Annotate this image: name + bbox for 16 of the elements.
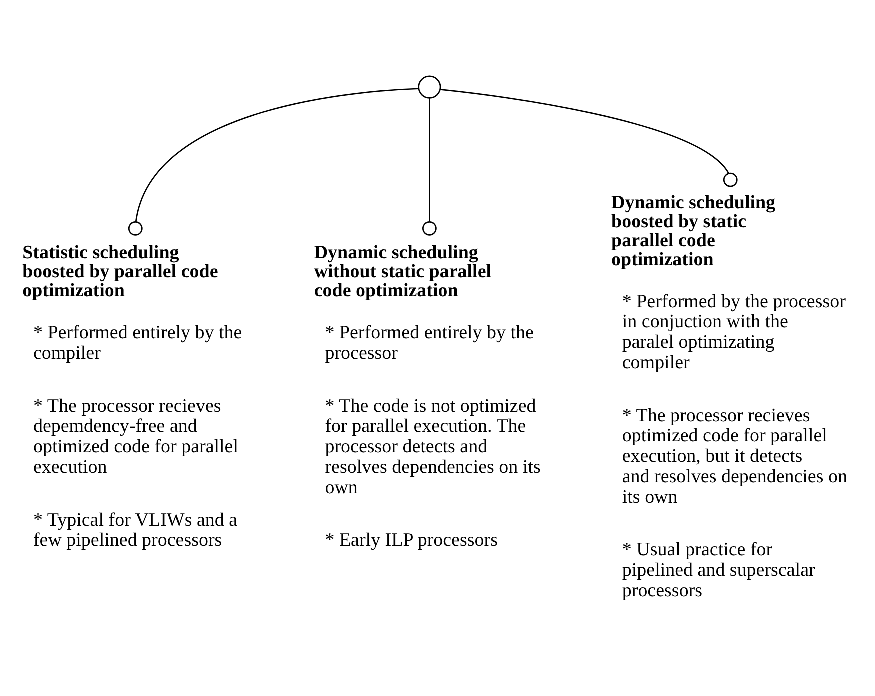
node-label: * Performed entirely by the processor [325, 322, 534, 364]
connector [128, 88, 419, 236]
node-circle [418, 75, 442, 98]
node-label: * The processor recieves depemdency-free and optimized code for parallel execution [33, 395, 239, 478]
connector [440, 88, 738, 187]
node-label: * The processor recieves optimized code for parallel execution, but it detects and resolves dependencies on its own [622, 404, 848, 508]
node-text: Dynamic scheduling boosted by static parallel code optimization [612, 192, 776, 270]
node-text: Statistic scheduling boosted by parallel code optimization [22, 242, 218, 302]
node-label: * Early ILP processors [325, 530, 498, 551]
node-label: * Typical for VLIWs and a few pipelined processors [33, 509, 238, 551]
node-label: * Performed by the processor in conjuction with the paralel optimizating compiler [622, 290, 846, 373]
node-label: * Performed entirely by the compiler [33, 322, 242, 364]
node-label: * The code is not optimized for parallel execution. The processor detects and resolves dependencies on its own [325, 395, 541, 498]
connector [422, 98, 437, 236]
node-text: Dynamic scheduling without static parallel code optimization [314, 242, 492, 302]
node-label: * Usual practice for pipelined and superscalar processors [622, 539, 816, 601]
